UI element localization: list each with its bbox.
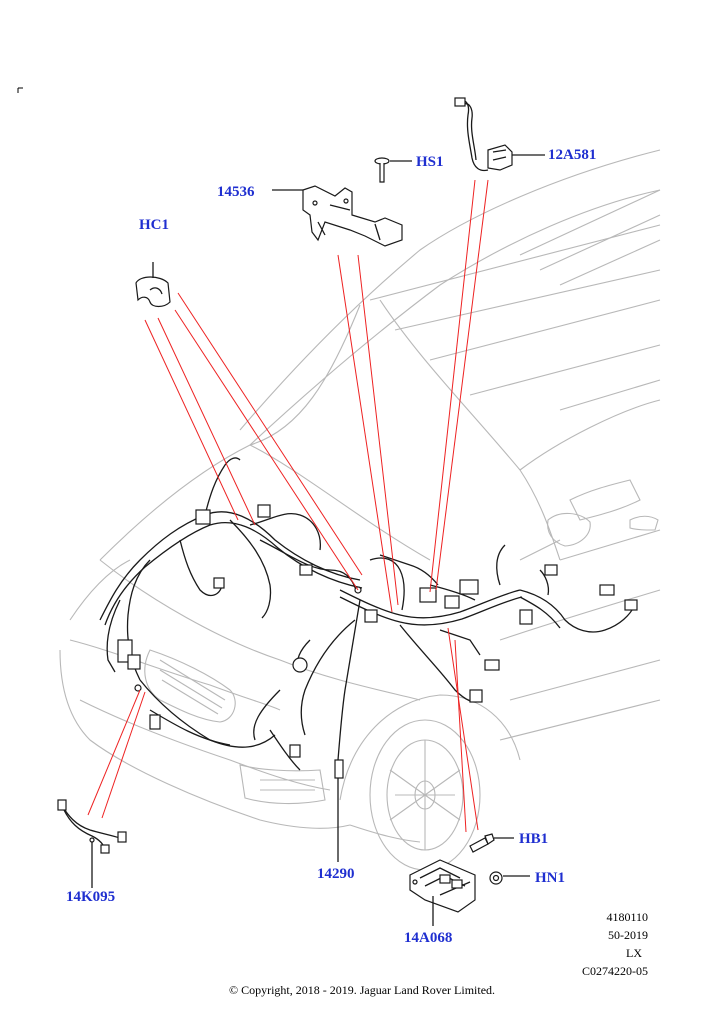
- callout-14k095[interactable]: 14K095: [66, 889, 116, 905]
- callout-14a068[interactable]: 14A068: [404, 930, 453, 946]
- callout-hs1[interactable]: HS1: [416, 154, 444, 170]
- hn1-nut-part: [489, 871, 530, 885]
- illustration-number: 4180110: [606, 910, 648, 924]
- hc1-clip-part: [135, 262, 171, 308]
- engine-bay-harness: [99, 457, 638, 779]
- callout-14536[interactable]: 14536: [217, 184, 255, 200]
- callout-12a581[interactable]: 12A581: [548, 147, 597, 163]
- callout-hn1[interactable]: HN1: [535, 870, 565, 886]
- catalogue-reference: C0274220-05: [582, 964, 648, 978]
- model-code: LX: [626, 946, 642, 960]
- harness-14k095-part: [57, 799, 127, 888]
- copyright-notice: © Copyright, 2018 - 2019. Jaguar Land Ro…: [228, 983, 496, 997]
- fusebox-14a068-part: [409, 859, 476, 926]
- date-code: 50-2019: [608, 928, 648, 942]
- corner-mark: [17, 87, 23, 93]
- bracket-14536-part: [272, 185, 403, 247]
- callout-hc1[interactable]: HC1: [139, 217, 169, 233]
- leader-lines: [87, 179, 489, 833]
- callout-14290[interactable]: 14290: [317, 866, 355, 882]
- vehicle-outline: [59, 149, 661, 871]
- hs1-screw-part: [374, 157, 412, 183]
- callout-hb1[interactable]: HB1: [519, 831, 549, 847]
- hb1-bolt-part: [469, 833, 514, 853]
- sensor-12a581-part: [454, 97, 545, 172]
